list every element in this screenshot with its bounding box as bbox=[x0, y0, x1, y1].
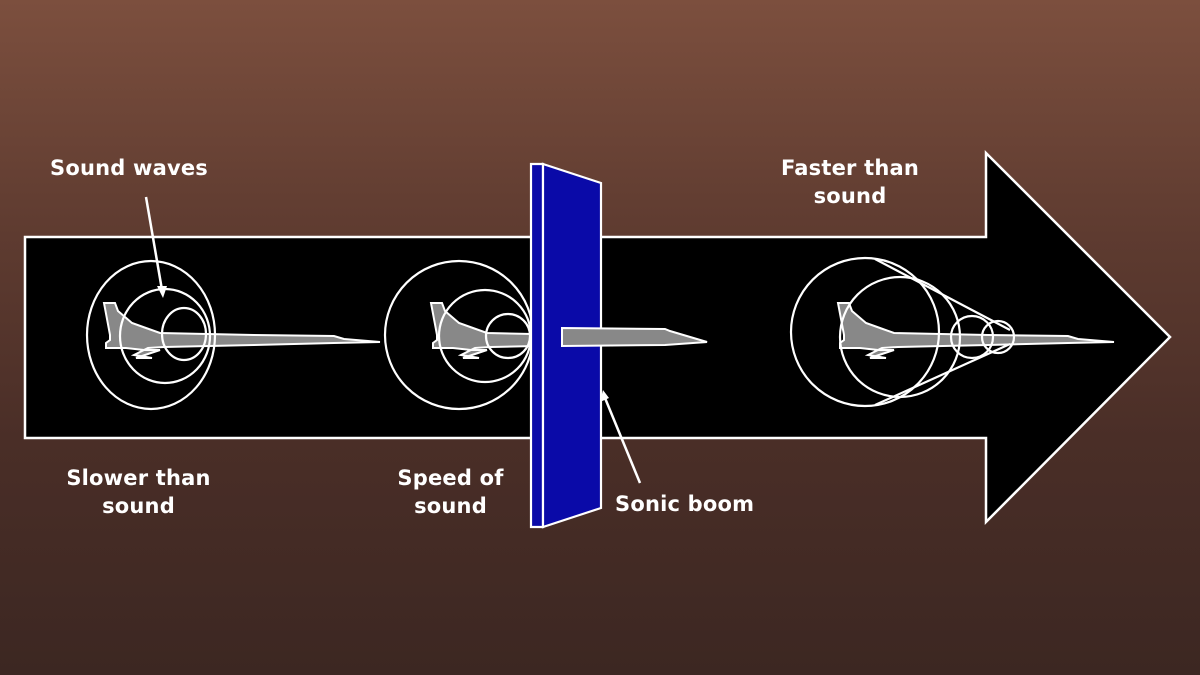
label-faster-than-sound: Faster than sound bbox=[770, 154, 930, 210]
stage-faster-than-sound bbox=[789, 256, 1115, 408]
sound-wave-circles bbox=[85, 259, 217, 411]
stage-speed-of-sound bbox=[383, 162, 708, 529]
label-line-1: Faster than bbox=[780, 156, 920, 180]
label-line-1: Speed of bbox=[397, 466, 504, 490]
label-sound-waves: Sound waves bbox=[50, 156, 208, 180]
mach-cone bbox=[789, 256, 1016, 408]
label-slower-than-sound: Slower than sound bbox=[56, 464, 221, 520]
label-speed-of-sound: Speed of sound bbox=[388, 464, 513, 520]
airplane-nose-icon bbox=[561, 326, 708, 348]
label-line-2: sound bbox=[414, 494, 487, 518]
label-line-2: sound bbox=[813, 184, 887, 208]
sonic-boom-pointer bbox=[603, 397, 642, 484]
pointer-arrowhead-icon bbox=[600, 390, 609, 402]
sound-waves-pointer bbox=[144, 196, 164, 291]
stage-slower-than-sound bbox=[85, 196, 381, 411]
label-sonic-boom: Sonic boom bbox=[615, 492, 755, 516]
label-line-2: sound bbox=[102, 494, 175, 518]
label-line-1: Slower than bbox=[66, 466, 211, 490]
pointer-arrowhead-icon bbox=[157, 286, 167, 298]
